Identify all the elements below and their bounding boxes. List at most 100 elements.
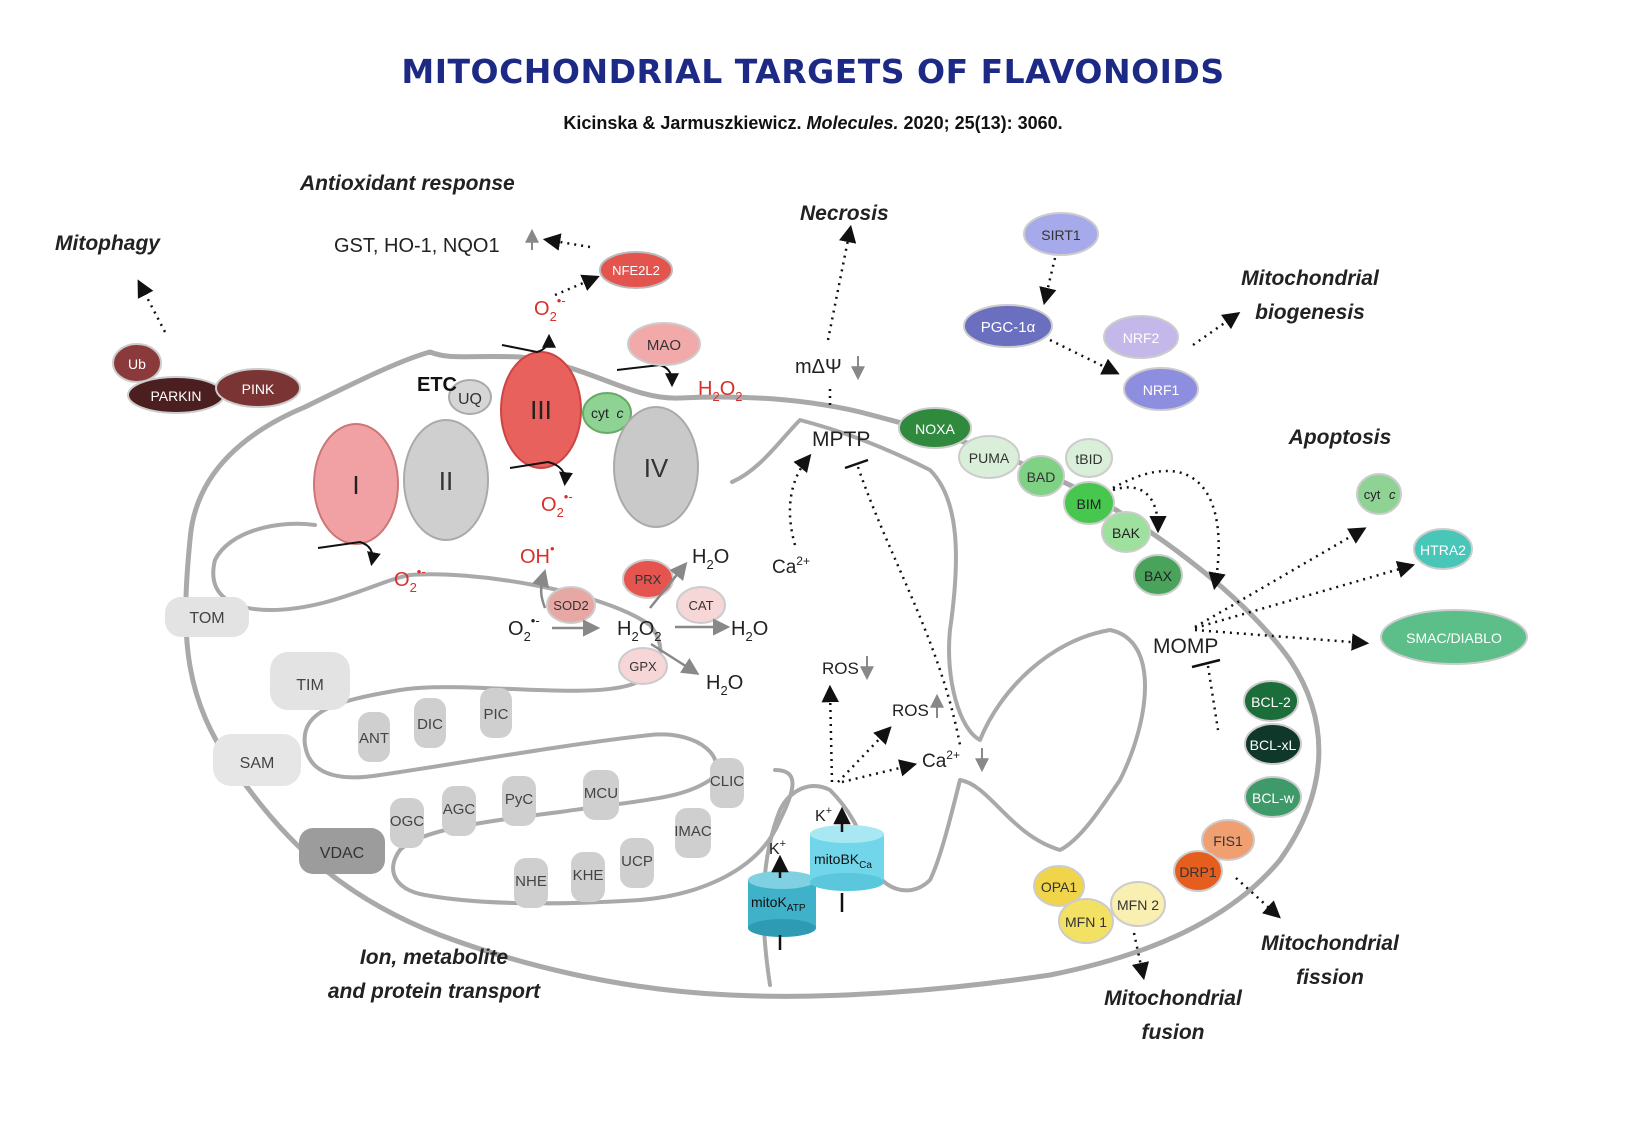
- h2o-cat: H2O: [731, 618, 768, 644]
- transporter-agc: [442, 786, 476, 836]
- transporter-dic: [414, 698, 446, 748]
- protein-bad: [1017, 455, 1065, 497]
- sam-label: SAM: [240, 755, 275, 772]
- puma-label: PUMA: [969, 450, 1010, 466]
- ros-scavenging: SOD2 PRX CAT GPX O2•- H2O2 H2O H2O H2O: [508, 546, 768, 698]
- etc-cytc: cyt c: [582, 392, 632, 434]
- kplus-2: K+: [815, 805, 832, 825]
- enzyme-sod2: [546, 586, 596, 624]
- proapoptotic-proteins: NOXA PUMA BAD tBID BIM BAK BAX: [898, 407, 1226, 596]
- process-apoptosis: Apoptosis: [1288, 426, 1392, 449]
- inner-membrane: [211, 418, 1147, 987]
- transporter-tom: [165, 597, 249, 637]
- etc-complex-2-label: II: [439, 466, 453, 496]
- etc-complex-3: III: [500, 351, 582, 469]
- sirt1-label: SIRT1: [1041, 227, 1081, 243]
- transporter-khe: [571, 852, 605, 902]
- ca-label-2: Ca2+: [922, 748, 960, 772]
- protein-fis1: [1201, 819, 1255, 861]
- citation-journal: Molecules.: [806, 113, 899, 133]
- etc-cytc-label: cyt: [591, 405, 609, 421]
- htra2-label: HTRA2: [1420, 542, 1466, 558]
- mitokatp-label: mitoKATP: [751, 894, 806, 914]
- cat-label: CAT: [688, 598, 713, 613]
- transporter-mcu: [583, 770, 619, 820]
- inner-transporters: ANT DIC PIC OGC AGC PyC MCU CLIC IMAC UC…: [358, 688, 744, 908]
- process-fission-1: Mitochondrial: [1261, 932, 1400, 955]
- transporter-ogc: [390, 798, 424, 848]
- etc-complex-1: I: [313, 423, 399, 545]
- protein-mfn2: [1110, 881, 1166, 927]
- protein-bclw: [1244, 776, 1302, 818]
- citation-authors: Kicinska & Jarmuszkiewicz.: [563, 113, 802, 133]
- superoxide-matrix: O2•-: [508, 613, 540, 644]
- mao-label: MAO: [647, 337, 681, 354]
- outer-membrane: [183, 349, 1322, 999]
- etc-label: ETC: [417, 374, 457, 396]
- mfn2-label: MFN 2: [1117, 897, 1159, 913]
- necrosis-cluster: Necrosis mΔΨ MPTP Ca2+: [772, 202, 962, 746]
- protein-bclxl: [1244, 723, 1302, 765]
- tom-label: TOM: [189, 610, 224, 627]
- transporter-sam: [213, 734, 301, 786]
- protein-drp1: [1173, 850, 1223, 892]
- etc-uq: UQ: [448, 379, 492, 415]
- biogenesis-cluster: SIRT1 PGC-1α NRF2 NRF1 Mitochondrial bio…: [963, 212, 1380, 411]
- transporter-pic: [480, 688, 512, 738]
- ant-label: ANT: [359, 730, 389, 747]
- process-fusion-1: Mitochondrial: [1104, 987, 1243, 1010]
- khe-label: KHE: [573, 867, 604, 884]
- protein-bax: [1133, 554, 1183, 596]
- transporter-ucp: [620, 838, 654, 888]
- superoxide-labels: O2•- O2•- O2•- OH• H2O2: [394, 293, 742, 595]
- apoptosis-cluster: Apoptosis MOMP cyt c HTRA2 SMAC/DIABLO: [1153, 426, 1528, 731]
- ucp-label: UCP: [621, 853, 653, 870]
- figure-title: MITOCHONDRIAL TARGETS OF FLAVONOIDS: [401, 52, 1225, 91]
- cytc-released-italic: c: [1389, 487, 1396, 502]
- superoxide-complex3: O2•-: [541, 489, 573, 520]
- enzyme-gpx: [618, 647, 668, 685]
- mitophagy-cluster: Mitophagy Ub PARKIN PINK: [55, 232, 301, 414]
- mfn1-label: MFN 1: [1065, 914, 1107, 930]
- ca-label-1: Ca2+: [772, 554, 810, 578]
- mdpsi-label: mΔΨ: [795, 356, 842, 378]
- fusion-cluster: OPA1 MFN 2 MFN 1 Mitochondrial fusion: [1033, 865, 1243, 1044]
- etc-cytc-italic: c: [617, 405, 624, 421]
- citation-details: 2020; 25(13): 3060.: [903, 113, 1063, 133]
- tbid-label: tBID: [1075, 451, 1102, 467]
- antiapoptotic-proteins: BCL-2 BCL-xL BCL-w: [1243, 680, 1302, 818]
- protein-bim: [1063, 481, 1115, 525]
- protein-pink: [215, 368, 301, 408]
- superoxide-complex1: O2•-: [394, 564, 426, 595]
- protein-pgc1a: [963, 304, 1053, 348]
- protein-mao: MAO: [627, 322, 701, 366]
- process-transport-1: Ion, metabolite: [360, 946, 509, 969]
- ros-up-label: ROS: [892, 701, 929, 720]
- ros-ca-cluster: ROS ROS Ca2+: [821, 656, 989, 784]
- h2o-prx: H2O: [692, 546, 729, 572]
- cytc-released-label: cyt: [1364, 487, 1381, 502]
- protein-nfe2l2: [599, 251, 673, 289]
- imac-label: IMAC: [674, 823, 712, 840]
- prx-label: PRX: [635, 572, 662, 587]
- fission-cluster: FIS1 DRP1 Mitochondrial fission: [1173, 819, 1400, 989]
- h2o2-matrix: H2O2: [617, 618, 661, 644]
- transporter-vdac: [299, 828, 385, 874]
- h2o-gpx: H2O: [706, 672, 743, 698]
- channel-mitobkca: mitoBKCa K+: [810, 805, 884, 912]
- transporter-tim: [270, 652, 350, 710]
- protein-cytc-released: [1356, 473, 1402, 515]
- momp-label: MOMP: [1153, 635, 1218, 658]
- smac-label: SMAC/DIABLO: [1406, 630, 1502, 646]
- vdac-label: VDAC: [320, 845, 364, 862]
- noxa-label: NOXA: [915, 421, 955, 437]
- bclxl-label: BCL-xL: [1250, 737, 1297, 753]
- enzyme-cat: [676, 586, 726, 624]
- pic-label: PIC: [483, 706, 508, 723]
- etc-complex-4: IV: [613, 406, 699, 528]
- protein-tbid: [1065, 438, 1113, 478]
- bax-label: BAX: [1144, 568, 1173, 584]
- agc-label: AGC: [443, 801, 476, 818]
- protein-htra2: [1413, 528, 1473, 570]
